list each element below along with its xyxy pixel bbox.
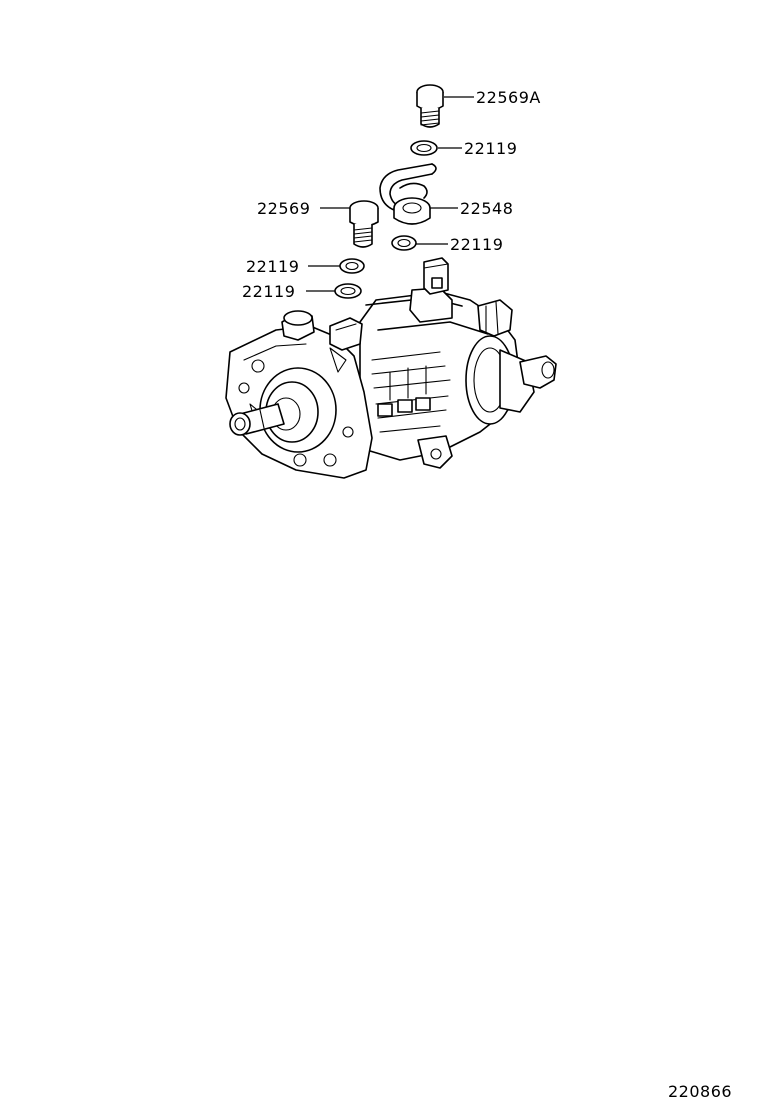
callout-22119-d: 22119: [242, 282, 295, 301]
gasket-22119-d: [334, 283, 362, 299]
gasket-22119-c: [339, 258, 365, 274]
callout-22119-a: 22119: [464, 139, 517, 158]
banjo-bolt-22569a: [416, 84, 444, 128]
gasket-22119-b: [391, 235, 417, 251]
figure-id: 220866: [668, 1082, 732, 1101]
callout-22548: 22548: [460, 199, 513, 218]
leader-lines: [306, 96, 474, 292]
callout-22569a: 22569A: [476, 88, 541, 107]
callout-22119-b: 22119: [450, 235, 503, 254]
fuel-pipe-22548: [379, 163, 437, 225]
gasket-22119-a: [410, 140, 438, 156]
callout-22569: 22569: [257, 199, 310, 218]
injection-pump-assembly: [225, 257, 557, 479]
banjo-bolt-22569: [349, 200, 379, 248]
callout-22119-c: 22119: [246, 257, 299, 276]
